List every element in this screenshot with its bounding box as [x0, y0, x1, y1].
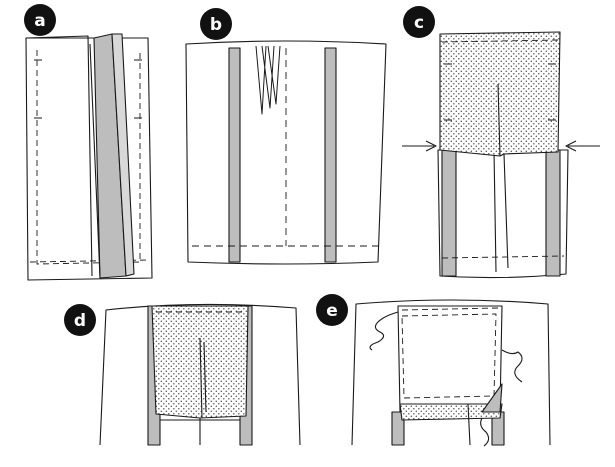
badge-circle: [403, 6, 435, 38]
stitch-line: [36, 50, 141, 265]
panel-label-b: b: [210, 15, 222, 35]
arrow-left-icon: [402, 140, 437, 152]
lining-inner-stitch: [401, 313, 497, 399]
left-side-stripe: [441, 149, 457, 277]
badge-a: a: [24, 4, 56, 36]
panel-b: [185, 40, 387, 265]
notch-marks: [34, 59, 142, 119]
panel-label-a: a: [34, 11, 45, 31]
panel-c: [402, 31, 600, 279]
arrow-right-icon: [565, 140, 600, 152]
waist-darts: [255, 45, 281, 115]
badge-circle: [316, 294, 348, 326]
dotted-lining: [151, 305, 249, 419]
dotted-lining: [439, 31, 561, 157]
folded-corner: [481, 383, 503, 413]
badge-d: d: [64, 304, 96, 336]
facing-edge: [89, 43, 101, 279]
side-seam-outline: [25, 35, 93, 277]
lining-notches: [444, 63, 556, 121]
badge-circle: [64, 304, 96, 336]
hem-stitch: [441, 255, 565, 259]
hem-fold: [160, 418, 240, 445]
badge-e: e: [316, 294, 348, 326]
lining-slit: [199, 337, 207, 419]
thread-right: [501, 349, 523, 383]
hem-slit: [467, 403, 471, 446]
panel-a: [25, 33, 153, 281]
lining-slit: [497, 83, 501, 157]
facing-back: [111, 33, 135, 277]
right-zipper-stripe: [324, 47, 337, 263]
skirt-body: [351, 299, 551, 446]
badge-circle: [200, 8, 232, 40]
center-pleat: [493, 149, 509, 273]
right-side-stripe: [545, 149, 561, 277]
panel-label-d: d: [74, 311, 86, 331]
skirt-body: [99, 303, 301, 446]
thread-left: [369, 311, 399, 351]
badge-circle: [24, 4, 56, 36]
badge-c: c: [403, 6, 435, 38]
panel-label-c: c: [414, 13, 424, 33]
panel-label-e: e: [326, 301, 338, 321]
left-zipper-stripe: [228, 47, 241, 263]
panel-e: [351, 299, 551, 447]
lining-top-stitch: [401, 307, 499, 311]
badge-b: b: [200, 8, 232, 40]
thread-bottom: [480, 417, 490, 447]
panel-d: [99, 303, 301, 446]
